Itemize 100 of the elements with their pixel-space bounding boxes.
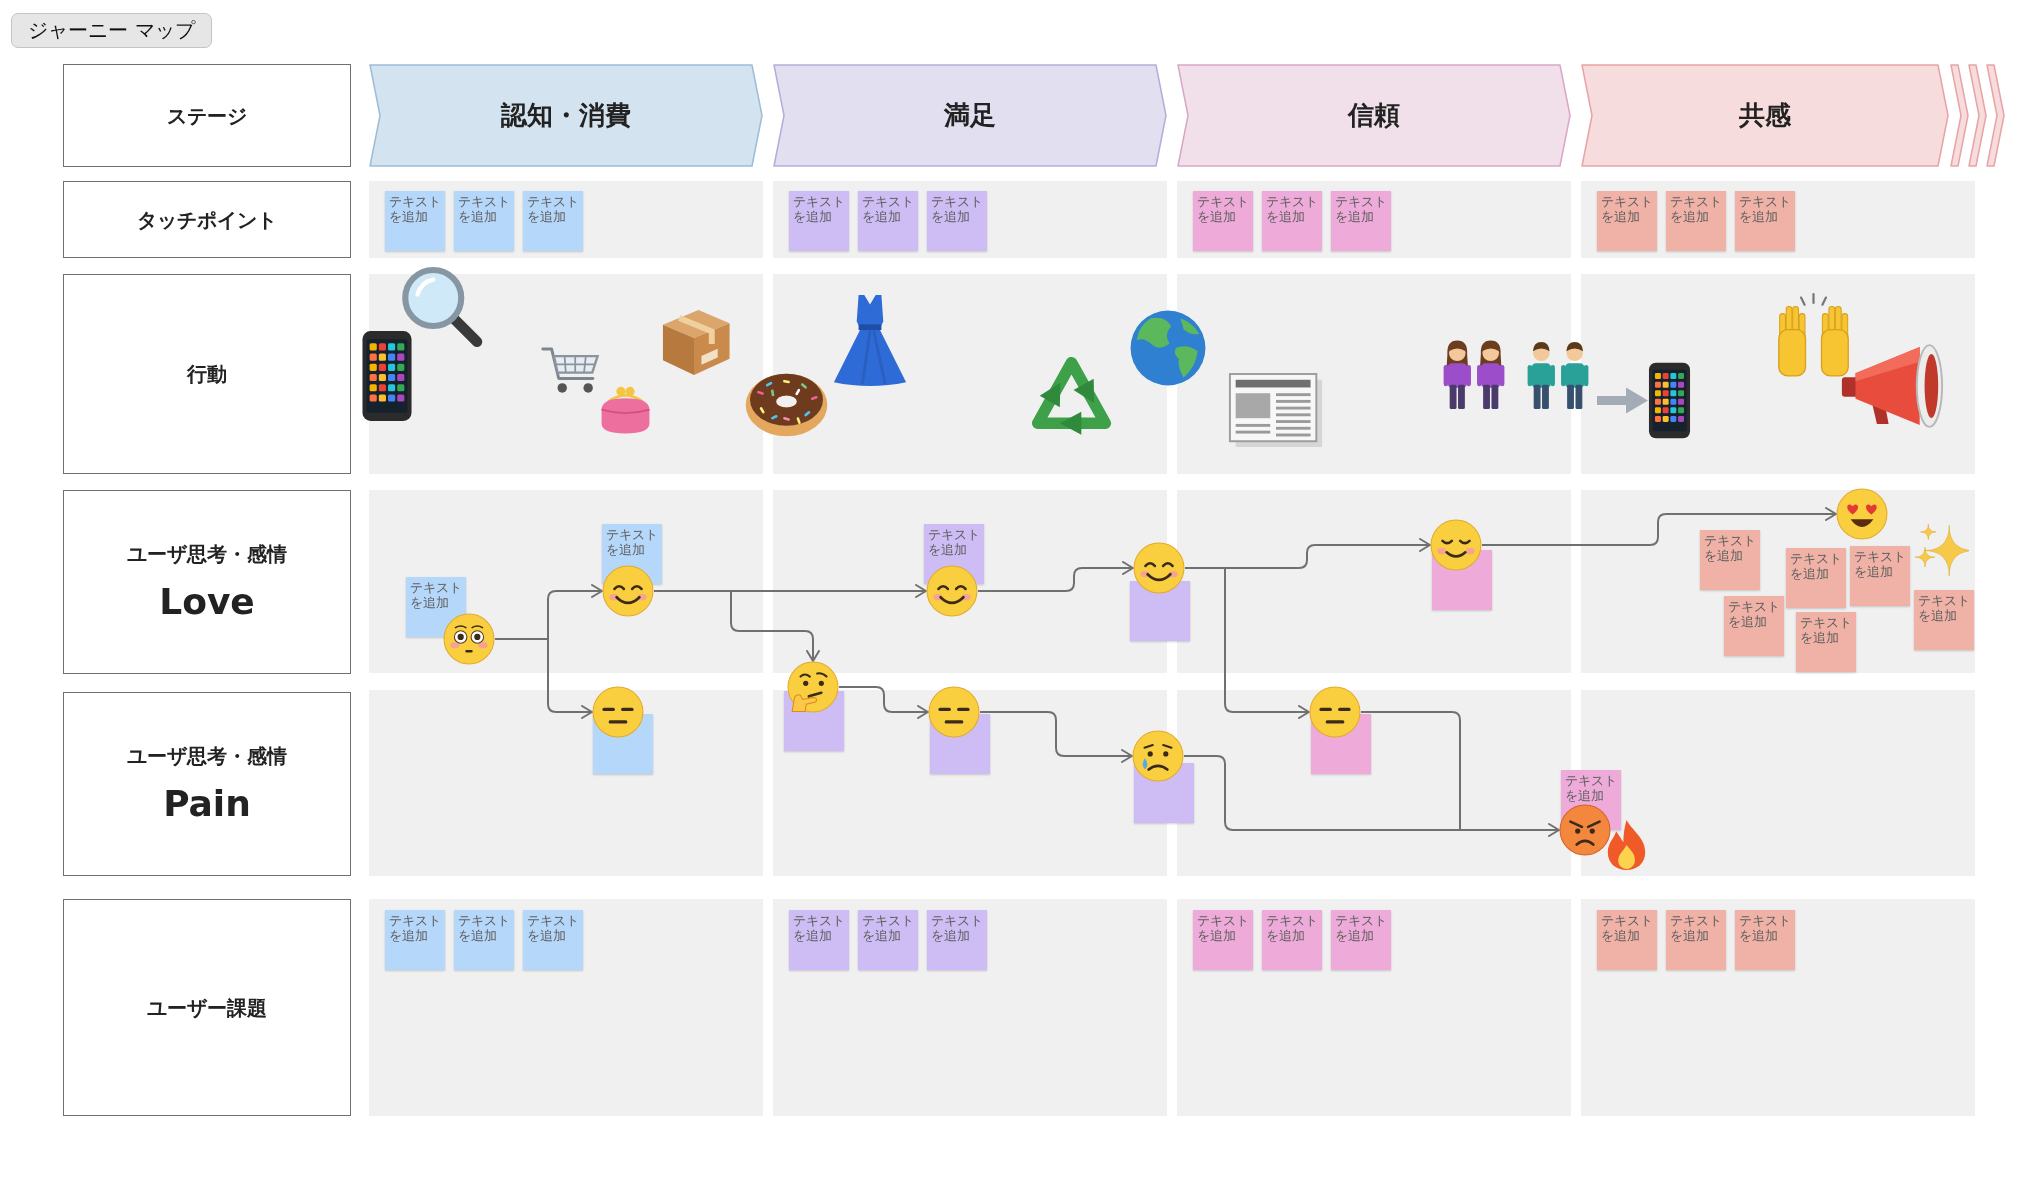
sticky-note (385, 191, 445, 251)
note-text: テキストを追加 (1335, 195, 1388, 225)
sticky-note (858, 910, 918, 970)
sticky-note (1331, 191, 1391, 251)
sticky-note (1850, 546, 1910, 606)
sticky-note (385, 910, 445, 970)
sticky-note (1597, 191, 1657, 251)
arrow (730, 584, 927, 598)
note-text: テキストを追加 (1565, 774, 1618, 804)
sticky-note (1666, 910, 1726, 970)
row-label: ユーザ思考・感情 (127, 542, 287, 567)
row-label: ユーザー課題 (147, 995, 267, 1020)
note-text: テキストを追加 (931, 914, 984, 944)
sticky-note (858, 191, 918, 251)
note-text: テキストを追加 (1601, 195, 1654, 225)
sticky-note (1331, 910, 1391, 970)
note-text: テキストを追加 (1739, 914, 1792, 944)
heart-eyes-face-icon (1836, 488, 1888, 540)
note-text: テキストを追加 (389, 195, 442, 225)
connector-line (494, 638, 549, 640)
note-text: テキストを追加 (1266, 914, 1319, 944)
row-header (63, 181, 351, 258)
sticky-note (1262, 910, 1322, 970)
expressionless-face-icon (1309, 686, 1361, 738)
mobile-phone-icon (1648, 362, 1691, 439)
arrow (547, 638, 593, 719)
expressionless-face-icon (592, 686, 644, 738)
sticky-note (927, 191, 987, 251)
sticky-note (523, 910, 583, 970)
flushed-face-icon (443, 613, 495, 665)
stage-banner (773, 64, 1167, 167)
note-text: テキストを追加 (928, 528, 981, 558)
stage-label: 満足 (944, 99, 996, 132)
arrow (1224, 567, 1310, 719)
connector-line (653, 590, 732, 592)
emphasis-label: Love (159, 582, 255, 622)
sticky-note (789, 910, 849, 970)
note-text: テキストを追加 (1728, 600, 1781, 630)
sticky-note (789, 191, 849, 251)
note-text: テキストを追加 (793, 914, 846, 944)
expressionless-face-icon (928, 686, 980, 738)
smiling-face-icon (602, 565, 654, 617)
note-text: テキストを追加 (1601, 914, 1654, 944)
note-text: テキストを追加 (1739, 195, 1792, 225)
note-text: テキストを追加 (1197, 195, 1250, 225)
row-label: ユーザ思考・感情 (127, 744, 287, 769)
sticky-note (1262, 191, 1322, 251)
row-header (63, 274, 351, 474)
note-text: テキストを追加 (527, 195, 580, 225)
note-text: テキストを追加 (1266, 195, 1319, 225)
stage-label: 信頼 (1348, 99, 1400, 132)
smiling-face-icon (926, 565, 978, 617)
note-text: テキストを追加 (1800, 616, 1853, 646)
row-header (63, 899, 351, 1116)
arrow (1224, 538, 1431, 569)
note-text: テキストを追加 (1670, 195, 1723, 225)
smiling-face-icon (1430, 519, 1482, 571)
sticky-note (1700, 530, 1760, 590)
arrow (730, 590, 820, 662)
sticky-note (1193, 910, 1253, 970)
sticky-note (1786, 548, 1846, 608)
note-text: テキストを追加 (389, 914, 442, 944)
arrow (977, 561, 1134, 592)
note-text: テキストを追加 (1704, 534, 1757, 564)
sticky-note (1914, 590, 1974, 650)
sticky-note (454, 191, 514, 251)
angry-face-icon (1559, 804, 1611, 856)
row-label: タッチポイント (137, 207, 277, 232)
note-text: テキストを追加 (1918, 594, 1971, 624)
note-text: テキストを追加 (458, 195, 511, 225)
connector-line (1184, 567, 1226, 569)
stage-banner (369, 64, 763, 167)
stage-label: 共感 (1739, 99, 1791, 132)
connector-line (1360, 711, 1461, 831)
sticky-note (1735, 910, 1795, 970)
note-text: テキストを追加 (1335, 914, 1388, 944)
stage-banner (1177, 64, 1571, 167)
row-label: 行動 (187, 362, 227, 386)
smiling-face-icon (1133, 542, 1185, 594)
arrow (1459, 823, 1560, 837)
note-text: テキストを追加 (1670, 914, 1723, 944)
sticky-note (1597, 910, 1657, 970)
note-text: テキストを追加 (410, 581, 463, 611)
sticky-note (1666, 191, 1726, 251)
emphasis-label: Pain (163, 784, 251, 824)
stage-label: 認知・消費 (501, 99, 631, 132)
note-text: テキストを追加 (1854, 550, 1907, 580)
row-header (63, 490, 351, 674)
sticky-note (406, 577, 466, 637)
note-text: テキストを追加 (1790, 552, 1843, 582)
note-text: テキストを追加 (862, 195, 915, 225)
arrow (979, 711, 1133, 763)
sticky-note (927, 910, 987, 970)
note-text: テキストを追加 (606, 528, 659, 558)
connector-line (1183, 755, 1461, 831)
row-label: ステージ (167, 103, 247, 128)
arrow (1597, 387, 1648, 414)
arrow (1481, 507, 1837, 546)
sticky-note (1724, 596, 1784, 656)
sticky-note (454, 910, 514, 970)
